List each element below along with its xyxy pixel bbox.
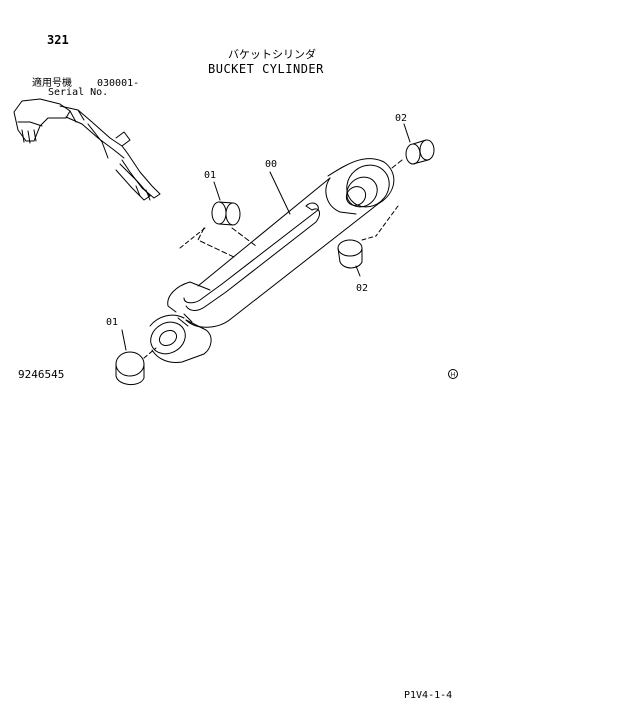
- bushing-02-lower: [337, 205, 399, 269]
- serial-label-japanese: 適用号機: [32, 78, 72, 89]
- callout-cylinder: 00: [265, 159, 278, 170]
- assembly-center-lines: [197, 159, 403, 259]
- page-number: 321: [47, 33, 69, 47]
- callout-bushing-02-upper: 02: [395, 113, 408, 124]
- title-japanese: バケットシリンダ: [228, 48, 316, 61]
- page-code: P1V4-1-4: [404, 690, 453, 701]
- bushing-01-lower: [115, 347, 157, 385]
- bushing-02-upper: [405, 139, 435, 165]
- figure-id: 9246545: [18, 368, 65, 381]
- callout-leaders: [121, 123, 411, 351]
- excavator-attachment-thumbnail: [13, 98, 161, 201]
- callout-bushing-01-upper: 01: [204, 170, 217, 181]
- callout-bushing-01-lower: 01: [106, 317, 119, 328]
- serial-label-english: Serial No.: [48, 87, 109, 98]
- title-english: BUCKET CYLINDER: [208, 62, 324, 76]
- serial-value: 030001-: [97, 78, 140, 89]
- callout-bushing-02-lower: 02: [356, 283, 369, 294]
- manufacturer-stamp: H: [448, 369, 458, 379]
- stamp-letter: H: [451, 372, 456, 379]
- bushing-01-upper: [179, 201, 241, 249]
- bucket-cylinder: [149, 158, 395, 363]
